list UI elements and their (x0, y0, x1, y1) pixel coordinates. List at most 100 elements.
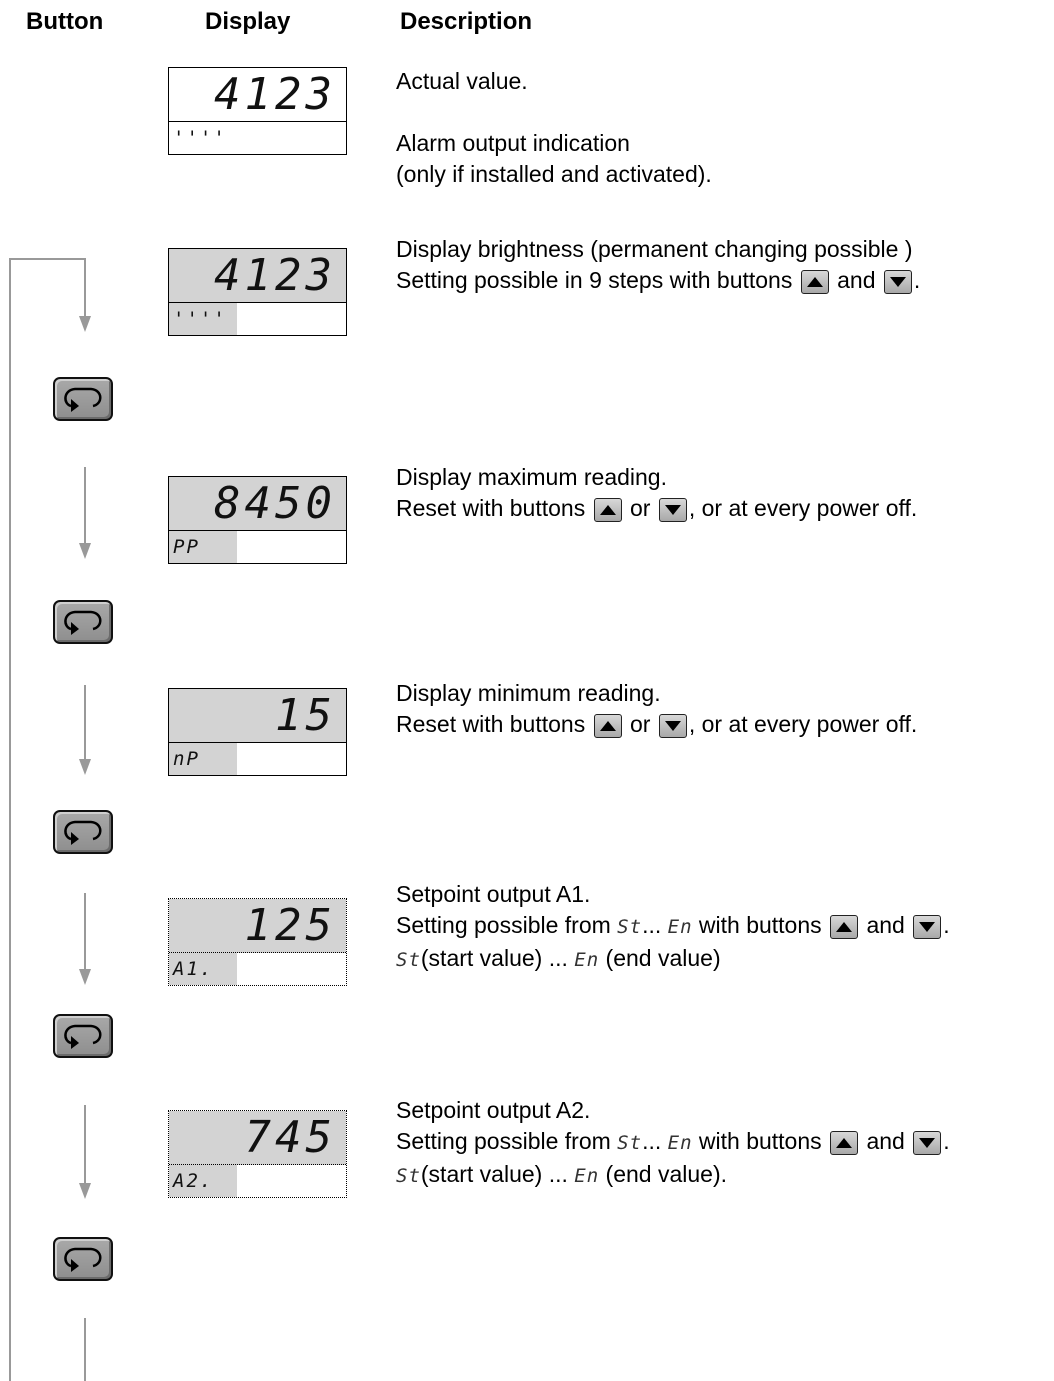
description-line: (only if installed and activated). (396, 161, 712, 187)
description-text: ... (642, 1128, 662, 1154)
up-arrow-key-icon (830, 914, 859, 939)
description-setpoint-a1: Setpoint output A1. Setting possible fro… (396, 879, 950, 976)
description-blank-line (396, 97, 712, 128)
flow-arrow-line (84, 1105, 86, 1187)
description-line: Setting possible from St... En with butt… (396, 910, 950, 943)
description-text: Reset with buttons (396, 711, 586, 737)
cycle-button[interactable] (53, 600, 113, 644)
loop-back-line (9, 258, 11, 1381)
description-line: Reset with buttons or , or at every powe… (396, 493, 917, 524)
description-text: . (913, 267, 921, 293)
description-line: Actual value. (396, 68, 528, 94)
description-text: (end value) (605, 945, 721, 971)
arrow-down-icon (79, 759, 91, 775)
display-main-value: 8450 (169, 477, 346, 531)
cycle-arrow-icon (64, 1247, 102, 1272)
description-line: Setpoint output A1. (396, 881, 591, 907)
down-arrow-key-icon (913, 1130, 942, 1155)
segment-end-label: En (667, 916, 693, 938)
segment-start-label: St (617, 1132, 643, 1154)
flow-arrow-line (84, 1318, 86, 1381)
description-line: Display minimum reading. (396, 680, 661, 706)
display-main-value: 125 (169, 899, 346, 953)
cycle-arrow-icon (64, 387, 102, 412)
display-minimum: 15 nP (168, 688, 347, 776)
display-actual-value: 4123 '''' (168, 67, 347, 155)
segment-end-label: En (574, 1165, 600, 1187)
description-text: , or at every power off. (688, 495, 918, 521)
cycle-arrow-icon (64, 1024, 102, 1049)
flow-arrow-line (84, 258, 86, 320)
button-column-header: Button (26, 8, 104, 35)
description-text: ... (642, 912, 662, 938)
display-setpoint-a1: 125 A1. (168, 898, 347, 986)
arrow-down-icon (79, 969, 91, 985)
description-text: with buttons (698, 912, 822, 938)
flow-arrow-line (84, 685, 86, 763)
arrow-down-icon (79, 1183, 91, 1199)
display-brightness: 4123 '''' (168, 248, 347, 336)
segment-end-label: En (667, 1132, 693, 1154)
description-text: , or at every power off. (688, 711, 918, 737)
display-maximum: 8450 PP (168, 476, 347, 564)
flow-arrow-line (84, 467, 86, 547)
description-text: or (630, 711, 651, 737)
description-setpoint-a2: Setpoint output A2. Setting possible fro… (396, 1095, 950, 1192)
up-arrow-key-icon (800, 269, 829, 294)
up-arrow-key-icon (593, 713, 622, 738)
cycle-button[interactable] (53, 810, 113, 854)
description-text: (end value). (605, 1161, 728, 1187)
display-alarm-indicator: '''' (173, 127, 227, 149)
cycle-arrow-icon (64, 820, 102, 845)
description-text: and (866, 1128, 905, 1154)
down-arrow-key-icon (883, 269, 912, 294)
display-sub-label: nP (169, 743, 237, 775)
description-minimum: Display minimum reading. Reset with butt… (396, 678, 917, 740)
description-line: Setting possible from St... En with butt… (396, 1126, 950, 1159)
down-arrow-key-icon (913, 914, 942, 939)
description-text: (start value) ... (420, 1161, 568, 1187)
up-arrow-key-icon (830, 1130, 859, 1155)
cycle-arrow-icon (64, 610, 102, 635)
description-text: Setting possible from (396, 912, 611, 938)
display-main-value: 4123 (169, 249, 346, 303)
display-main-value: 15 (169, 689, 346, 743)
up-arrow-key-icon (593, 497, 622, 522)
display-sub-label: A2. (169, 1165, 237, 1197)
description-brightness: Display brightness (permanent changing p… (396, 234, 920, 296)
description-text: and (837, 267, 876, 293)
segment-start-label: St (617, 916, 643, 938)
description-text: with buttons (698, 1128, 822, 1154)
description-maximum: Display maximum reading. Reset with butt… (396, 462, 917, 524)
cycle-button[interactable] (53, 377, 113, 421)
display-column-header: Display (205, 8, 291, 35)
description-line: Display brightness (permanent changing p… (396, 236, 913, 262)
cycle-button[interactable] (53, 1237, 113, 1281)
down-arrow-key-icon (658, 497, 687, 522)
description-text: or (630, 495, 651, 521)
display-main-value: 4123 (169, 68, 346, 122)
segment-end-label: En (574, 949, 600, 971)
description-column-header: Description (400, 8, 533, 35)
description-text: (start value) ... (420, 945, 568, 971)
cycle-button[interactable] (53, 1014, 113, 1058)
segment-start-label: St (396, 949, 421, 971)
description-line: Setpoint output A2. (396, 1097, 591, 1123)
description-line: Alarm output indication (396, 130, 630, 156)
description-text: . (943, 1128, 950, 1154)
segment-start-label: St (396, 1165, 421, 1187)
arrow-down-icon (79, 543, 91, 559)
description-actual-value: Actual value. Alarm output indication (o… (396, 66, 712, 190)
flow-arrow-line (84, 893, 86, 973)
description-text: Setting possible from (396, 1128, 611, 1154)
display-sub-label: PP (169, 531, 237, 563)
description-text: and (866, 912, 905, 938)
description-text: . (943, 912, 950, 938)
description-line: Display maximum reading. (396, 464, 667, 490)
arrow-down-icon (79, 316, 91, 332)
description-line: Setting possible in 9 steps with buttons… (396, 265, 920, 296)
description-line: St(start value) ... En (end value). (396, 1159, 950, 1192)
display-sub-label: A1. (169, 953, 237, 985)
description-text: Setting possible in 9 steps with buttons (396, 267, 793, 293)
description-line: St(start value) ... En (end value) (396, 943, 950, 976)
